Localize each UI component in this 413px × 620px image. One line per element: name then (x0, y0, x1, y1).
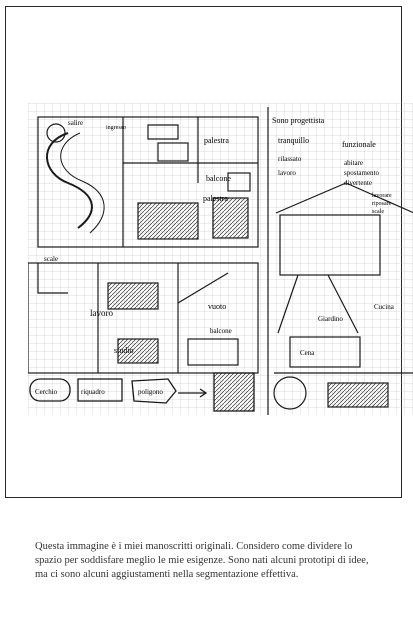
label-salire: salire (68, 119, 83, 127)
shape-studies (29, 372, 255, 412)
label-palestra-2: palestra (203, 194, 228, 203)
note-abitare: abitare (344, 159, 363, 167)
note-funzionale: funzionale (342, 140, 376, 149)
note-lavoro: lavoro (278, 169, 296, 177)
note-scale: scale (372, 209, 384, 215)
label-vuoto: vuoto (208, 302, 226, 311)
note-tranquillo: tranquillo (278, 136, 309, 145)
label-cucina: Cucina (374, 303, 395, 311)
label-balcone-1: balcone (206, 174, 231, 183)
label-cena: Cena (300, 349, 315, 357)
label-ingresso: ingresso (106, 125, 126, 131)
label-scale: scale (44, 255, 58, 263)
note-lavorare: lavorare (372, 193, 392, 199)
top-floor-plan (37, 116, 259, 248)
label-studio: studio (114, 346, 134, 355)
lower-floor-plan (28, 262, 259, 374)
label-poligono: poligono (138, 388, 163, 396)
label-giardino: Giardino (318, 315, 343, 323)
notes-title: Sono progettista (272, 116, 325, 125)
grid-paper (28, 103, 413, 415)
label-balcone-2: balcone (210, 327, 232, 335)
note-divertente: divertente (344, 179, 372, 187)
note-spostamento: spostamento (344, 169, 379, 177)
label-lavoro: lavoro (90, 308, 113, 318)
right-notes-and-sections (267, 107, 413, 415)
note-riposare: riposare (372, 201, 392, 207)
figure-frame: salire ingresso palestra balcone palestr… (5, 6, 413, 498)
label-riquadro: riquadro (81, 388, 105, 396)
label-cerchio: Cerchio (35, 388, 58, 396)
label-palestra-1: palestra (204, 136, 229, 145)
figure-caption: Questa immagine è i miei manoscritti ori… (35, 541, 369, 580)
note-rilassato: rilassato (278, 155, 302, 163)
handwritten-floorplan-sketch: salire ingresso palestra balcone palestr… (28, 103, 413, 415)
